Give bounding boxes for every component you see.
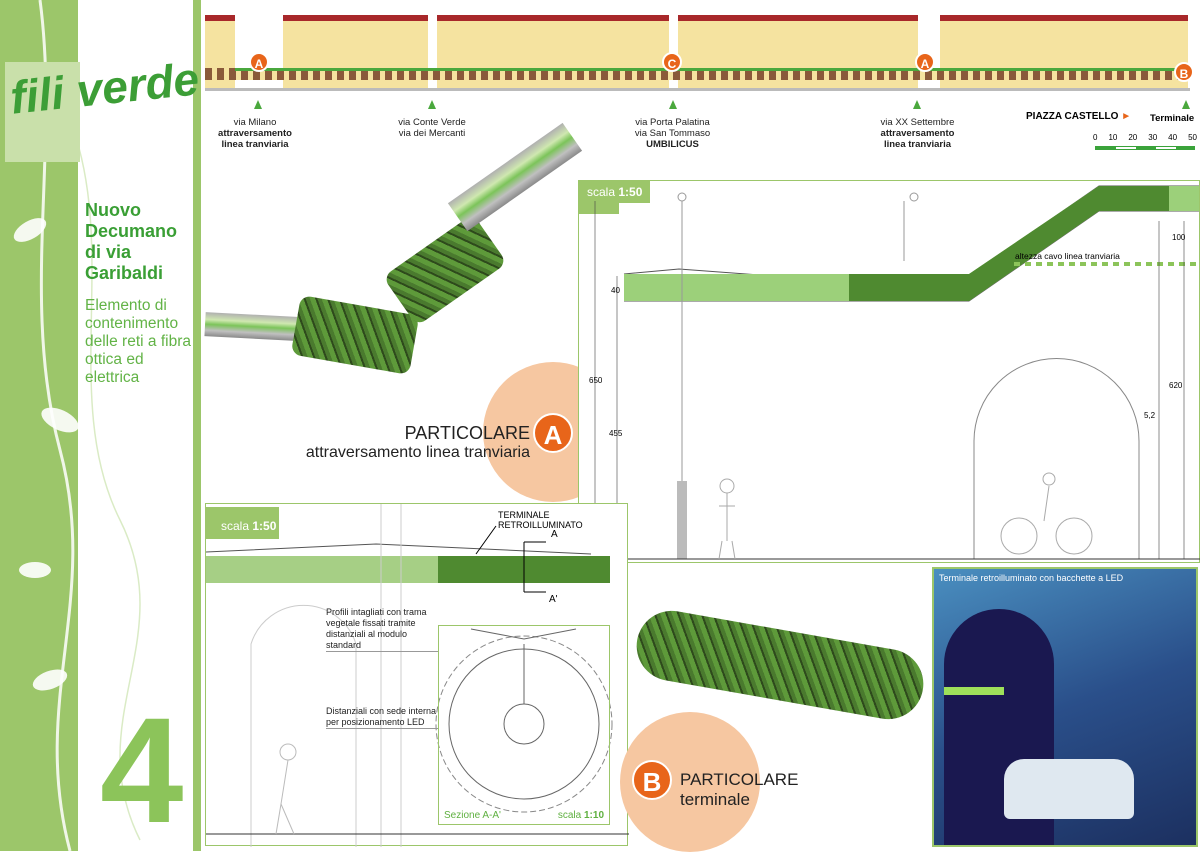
subtitle-line: ottica ed elettrica <box>85 351 144 386</box>
dim-455: 455 <box>609 429 623 438</box>
panel-terminal: scala 1:50 TERMINALE RETROILLUMINATO A A… <box>205 503 629 847</box>
logo-backdrop <box>5 62 80 162</box>
board-subtitle: Elemento di contenimento delle reti a fi… <box>85 297 200 387</box>
marker-b[interactable]: B <box>1174 62 1194 82</box>
scale-label: scala 1:50 <box>579 181 651 203</box>
scalebar <box>1095 146 1195 150</box>
cut-label-a: A <box>551 529 558 540</box>
board-number: 4 <box>100 686 184 854</box>
piazza-label: PIAZZA CASTELLO ► <box>1026 111 1132 122</box>
subtitle-line: delle reti a fibra <box>85 333 191 350</box>
terminal-label: Terminale <box>1150 113 1195 124</box>
detail-b-marker[interactable]: B <box>632 760 672 800</box>
tram-cable-label: altezza cavo linea tranviaria <box>1015 251 1120 261</box>
dim-40: 40 <box>611 286 620 295</box>
pointer-icon <box>254 100 262 109</box>
street-line <box>205 88 1190 91</box>
title-line: Decumano <box>85 221 178 241</box>
pointer-icon <box>669 100 677 109</box>
tube-perforated <box>382 213 508 327</box>
section-scale: scala 1:10 <box>557 810 604 821</box>
board-title: Nuovo Decumano di via Garibaldi <box>85 200 177 284</box>
subtitle-line: Elemento di <box>85 297 167 314</box>
marker-a[interactable]: A <box>915 52 935 72</box>
panel-elevation: scala 1:50 40 650 455 100 620 5,2 altezz… <box>578 180 1200 563</box>
marker-a[interactable]: A <box>249 52 269 72</box>
detail-a-marker[interactable]: A <box>533 413 573 453</box>
sidebar: fili verde Nuovo Decumano di via Garibal… <box>0 0 201 854</box>
fiber-line <box>235 68 1180 71</box>
photo-taxi <box>1004 759 1134 819</box>
pointer-icon <box>1182 100 1190 109</box>
tube-perforated <box>290 295 420 375</box>
sidebar-divider <box>193 0 201 851</box>
dim-620: 620 <box>1169 381 1183 390</box>
terminal-tube-render <box>631 605 929 725</box>
dim-5-2: 5,2 <box>1144 411 1156 420</box>
marker-c[interactable]: C <box>662 52 682 72</box>
subtitle-line: contenimento <box>85 315 179 332</box>
pointer-icon <box>428 100 436 109</box>
dim-100: 100 <box>1172 233 1186 242</box>
photo-led-terminal <box>944 687 1004 695</box>
terminal-photo: Terminale retroilluminato con bacchette … <box>932 567 1198 847</box>
cut-label-a-prime: A' <box>549 594 558 605</box>
section-label: Sezione A-A' <box>444 810 501 821</box>
building-arcades <box>205 68 1190 80</box>
section-box: Sezione A-A' scala 1:10 <box>438 625 610 825</box>
tube-standard <box>447 122 583 232</box>
elevation-drawing <box>579 185 1200 560</box>
terminal-drawing <box>206 504 629 847</box>
scale-label: scala 1:50 <box>206 507 279 539</box>
title-line: Nuovo <box>85 200 141 220</box>
terminal-label: TERMINALE RETROILLUMINATO <box>498 510 583 530</box>
photo-caption: Terminale retroilluminato con bacchette … <box>939 573 1124 583</box>
title-line: di via <box>85 242 132 262</box>
title-line: Garibaldi <box>85 263 164 283</box>
dim-650: 650 <box>589 376 603 385</box>
pointer-icon <box>913 100 921 109</box>
